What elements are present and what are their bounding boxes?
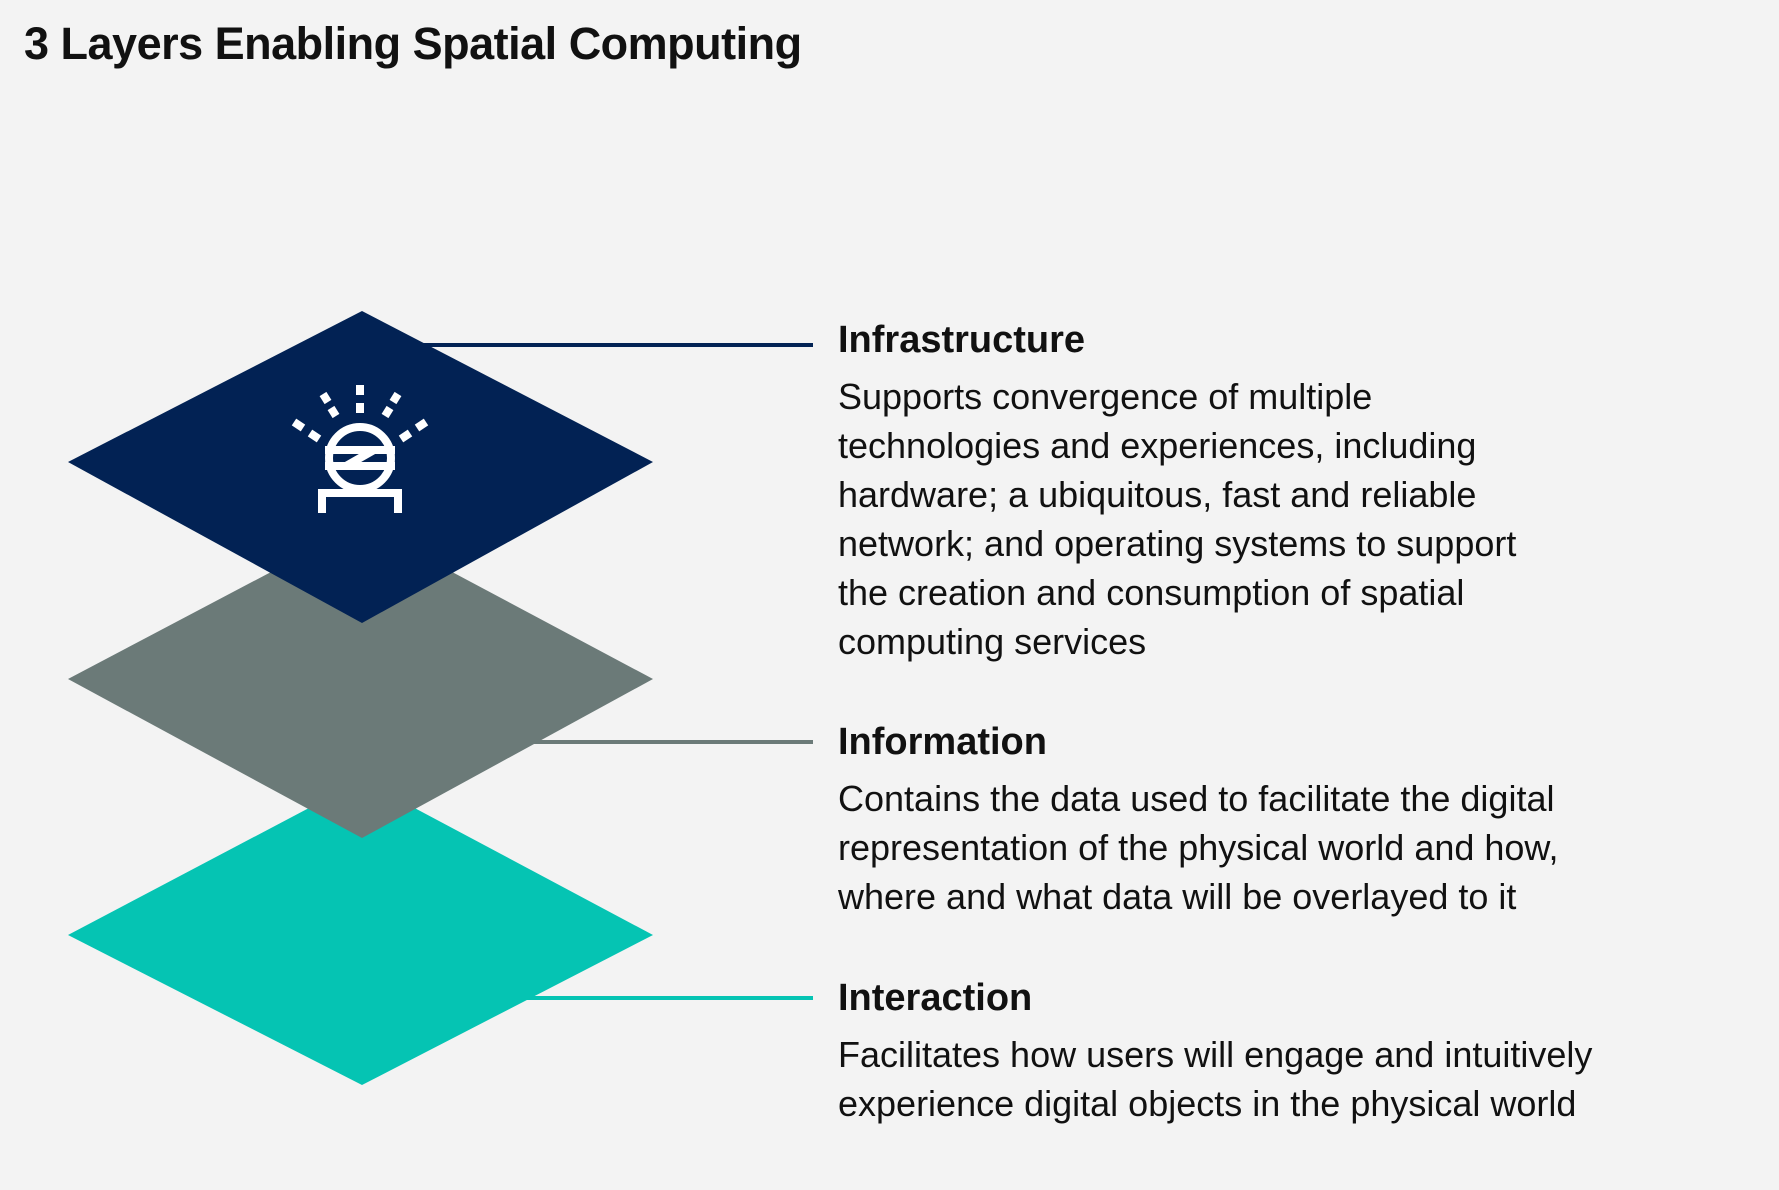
diagram-title: 3 Layers Enabling Spatial Computing [24, 18, 802, 69]
information-layer-text: Information Contains the data used to fa… [838, 718, 1738, 921]
infrastructure-heading: Infrastructure [838, 319, 1086, 361]
information-layer-diamond [68, 524, 653, 838]
headset-device-icon [291, 385, 429, 513]
interaction-description: Facilitates how users will engage and in… [838, 1034, 1593, 1124]
interaction-layer-diamond [68, 780, 653, 1085]
information-description: Contains the data used to facilitate the… [838, 778, 1559, 917]
infrastructure-description: Supports convergence of multiple technol… [838, 376, 1517, 662]
infrastructure-layer-text: Infrastructure Supports convergence of m… [838, 316, 1738, 666]
information-heading: Information [838, 721, 1047, 763]
interaction-heading: Interaction [838, 977, 1033, 1019]
interaction-layer-text: Interaction Facilitates how users will e… [838, 974, 1738, 1128]
